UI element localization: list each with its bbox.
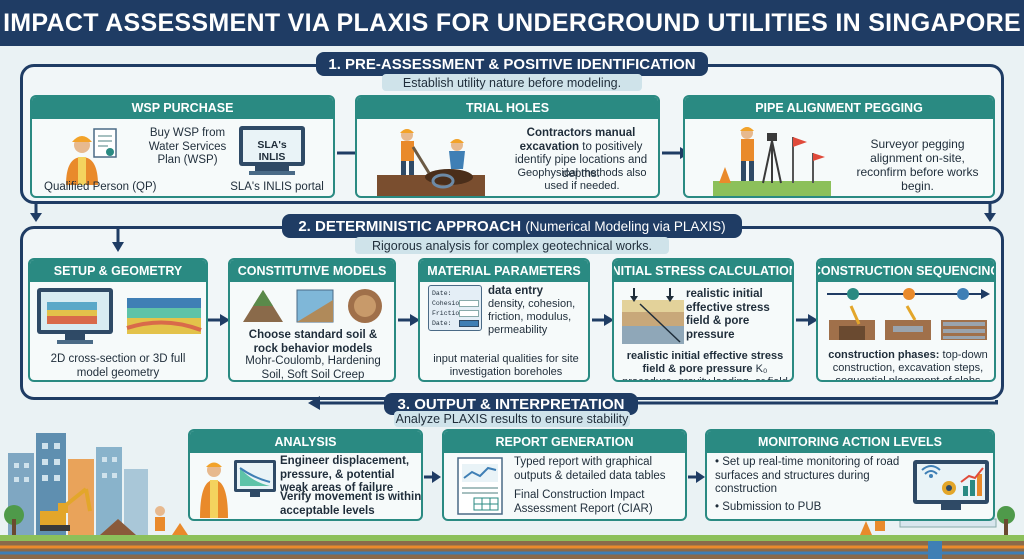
stress-method-text: realistic initial effective stress field… bbox=[620, 350, 790, 382]
monitoring-bullet-2: • Submission to PUB bbox=[715, 501, 905, 515]
report-text: Typed report with graphical outputs & de… bbox=[514, 456, 666, 482]
card-constitutive-models: CONSTITUTIVE MODELS Choose standard soil… bbox=[228, 258, 396, 382]
trial-holes-rest: to positively identify pipe locations an… bbox=[514, 140, 648, 180]
arrow-right-icon bbox=[424, 471, 441, 483]
card-heading: CONSTITUTIVE MODELS bbox=[230, 260, 394, 282]
form-field-cohesion: Cohesion bbox=[432, 300, 464, 307]
bullet-dot: • bbox=[715, 456, 723, 468]
material-qualities-text: input material qualities for site invest… bbox=[433, 353, 579, 378]
form-input-box bbox=[459, 300, 479, 307]
arrow-right-icon bbox=[398, 314, 420, 326]
pegging-text: Surveyor pegging alignment on-site, reco… bbox=[856, 137, 979, 194]
card-material-parameters: MATERIAL PARAMETERS Date: Cohesion Frict… bbox=[418, 258, 590, 382]
construction-phases-rest: top-down construction, excavation steps,… bbox=[832, 349, 988, 382]
card-pipe-alignment: PIPE ALIGNMENT PEGGING Surveyor pegging … bbox=[683, 95, 995, 198]
ciar-text: Final Construction Impact Assessment Rep… bbox=[514, 489, 653, 515]
stress-method-bold: realistic initial effective stress field… bbox=[626, 350, 784, 375]
section-3-title: 3. OUTPUT & INTERPRETATION bbox=[384, 393, 638, 415]
city-skyline-illustration bbox=[0, 433, 1024, 559]
card-analysis: ANALYSIS Engineer displacement, pressure… bbox=[188, 429, 423, 521]
section-2-subtitle: Rigorous analysis for complex geotechnic… bbox=[355, 237, 669, 254]
surveyor-icon bbox=[713, 127, 831, 196]
engineer-analysis-icon bbox=[200, 460, 276, 518]
card-construction-sequencing: CONSTRUCTION SEQUENCING construction pha… bbox=[816, 258, 996, 382]
excavation-workers-icon bbox=[377, 129, 485, 196]
bullet-dot: • bbox=[715, 501, 723, 513]
model-monitor-icon bbox=[37, 288, 202, 344]
stress-field-text: realistic initial effective stress field… bbox=[686, 288, 770, 341]
inlis-portal-label: SLA's INLIS portal bbox=[230, 181, 324, 193]
form-field-date: Date: bbox=[432, 290, 452, 297]
section-1-title: 1. PRE-ASSESSMENT & POSITIVE IDENTIFICAT… bbox=[316, 52, 708, 76]
section-2-title-rest: (Numerical Modeling via PLAXIS) bbox=[525, 218, 726, 234]
monitoring-bullet-1: • Set up real-time monitoring of road su… bbox=[715, 456, 905, 497]
card-heading: TRIAL HOLES bbox=[357, 97, 658, 119]
section-3-subtitle: Analyze PLAXIS results to ensure stabili… bbox=[394, 411, 630, 427]
data-entry-text: density, cohesion, friction, modulus, pe… bbox=[488, 298, 576, 336]
arrow-down-icon bbox=[984, 203, 996, 222]
page-title: IMPACT ASSESSMENT VIA PLAXIS FOR UNDERGR… bbox=[0, 0, 1024, 46]
constitutive-bold-text: Choose standard soil & rock behavior mod… bbox=[248, 329, 378, 355]
trial-holes-text: Contractors manual excavation to positiv… bbox=[507, 127, 655, 181]
data-entry-form: Date: Cohesion Friction Date: bbox=[428, 285, 482, 331]
card-wsp-purchase: WSP PURCHASE Buy WSP from Water Services… bbox=[30, 95, 335, 198]
wsp-buy-text: Buy WSP from Water Services Plan (WSP) bbox=[148, 127, 227, 167]
section-2-title: 2. DETERMINISTIC APPROACH (Numerical Mod… bbox=[282, 214, 742, 238]
card-heading: REPORT GENERATION bbox=[444, 431, 685, 453]
soil-samples-icon bbox=[243, 289, 382, 323]
trial-holes-bold: Contractors manual excavation bbox=[519, 127, 636, 153]
card-initial-stress: INITIAL STRESS CALCULATION realistic ini… bbox=[612, 258, 794, 382]
inlis-screen-text: SLA's INLIS bbox=[257, 139, 287, 164]
constitutive-models-text: Mohr-Coulomb, Hardening Soil, Soft Soil … bbox=[245, 355, 381, 381]
arrow-right-icon bbox=[796, 314, 818, 326]
data-entry-heading: data entry bbox=[488, 285, 543, 297]
setup-text: 2D cross-section or 3D full model geomet… bbox=[50, 353, 186, 379]
qualified-person-icon bbox=[66, 128, 117, 185]
arrow-down-icon bbox=[30, 203, 42, 222]
monitoring-bullet-2-text: Submission to PUB bbox=[722, 501, 822, 513]
section-2-title-bold: 2. DETERMINISTIC APPROACH bbox=[298, 217, 522, 235]
card-setup-geometry: SETUP & GEOMETRY 2D cross-section or 3D … bbox=[28, 258, 208, 382]
monitoring-bullet-1-text: Set up real-time monitoring of road surf… bbox=[715, 456, 900, 496]
monitor-icon bbox=[239, 126, 305, 175]
form-field-friction: Friction bbox=[432, 310, 464, 317]
form-input-box bbox=[459, 320, 479, 327]
arrow-down-icon bbox=[112, 226, 124, 252]
construction-phases-bold: construction phases: bbox=[828, 349, 940, 361]
stress-method-rest: K₀ procedure, gravity loading, or field … bbox=[622, 362, 788, 382]
card-trial-holes: TRIAL HOLES Contractors manual excavatio… bbox=[355, 95, 660, 198]
card-heading: MONITORING ACTION LEVELS bbox=[707, 431, 993, 453]
arrow-right-icon bbox=[688, 471, 705, 483]
construction-phases-text: construction phases: top-down constructi… bbox=[822, 349, 994, 382]
card-heading: PIPE ALIGNMENT PEGGING bbox=[685, 97, 993, 119]
analysis-text: Engineer displacement, pressure, & poten… bbox=[280, 455, 410, 495]
form-field-date-2: Date: bbox=[432, 320, 452, 327]
qp-label: Qualified Person (QP) bbox=[44, 181, 157, 193]
stress-profile-icon bbox=[622, 288, 684, 344]
construction-phases-icon bbox=[827, 288, 990, 340]
card-heading: ANALYSIS bbox=[190, 431, 421, 453]
report-document-icon bbox=[457, 457, 503, 515]
card-heading: MATERIAL PARAMETERS bbox=[420, 260, 588, 282]
form-input-box bbox=[459, 310, 479, 317]
geophysical-text: Geophysical methods also used if needed. bbox=[517, 167, 647, 192]
card-heading: SETUP & GEOMETRY bbox=[30, 260, 206, 282]
analysis-verify-text: Verify movement is within acceptable lev… bbox=[280, 491, 422, 517]
monitoring-dashboard-icon bbox=[913, 460, 989, 510]
card-heading: INITIAL STRESS CALCULATION bbox=[614, 260, 792, 282]
card-report-generation: REPORT GENERATION Typed report with grap… bbox=[442, 429, 687, 521]
card-monitoring-action-levels: MONITORING ACTION LEVELS • Set up real-t… bbox=[705, 429, 995, 521]
card-heading: WSP PURCHASE bbox=[32, 97, 333, 119]
section-1-subtitle: Establish utility nature before modeling… bbox=[382, 74, 642, 91]
card-heading: CONSTRUCTION SEQUENCING bbox=[818, 260, 994, 282]
arrow-right-icon bbox=[592, 314, 614, 326]
arrow-right-icon bbox=[208, 314, 230, 326]
